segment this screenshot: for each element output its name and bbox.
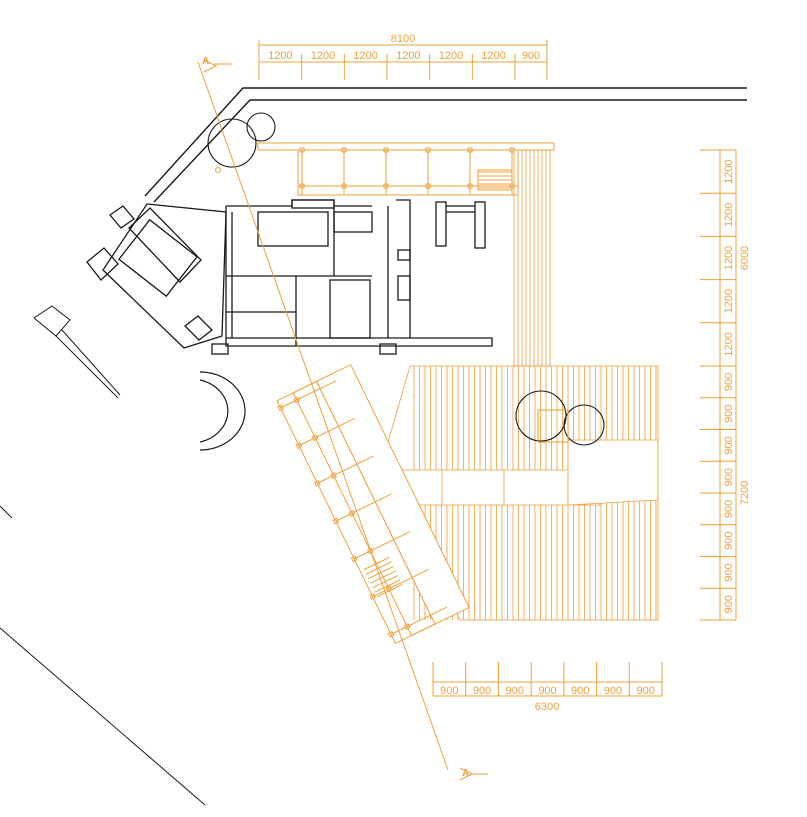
dimension-right-lower: [700, 365, 737, 621]
deck-right-walkway: [513, 149, 551, 367]
dimension-right-segment: 900: [723, 404, 735, 422]
dimension-bottom: [432, 662, 663, 697]
dimension-bottom-segment: 900: [506, 685, 524, 697]
dimension-bottom-segment: 900: [604, 685, 622, 697]
dimension-top-segment: 1200: [353, 50, 377, 62]
dimension-right-segment: 900: [723, 468, 735, 486]
dimension-right-upper-total: 6000: [739, 246, 751, 270]
dimension-right-segment: 1200: [723, 203, 735, 227]
boundary-wall: [144, 87, 747, 203]
dimension-right-segment: 1200: [723, 159, 735, 183]
dimension-right-segment: 1200: [723, 332, 735, 356]
dimension-top-segment: 1200: [481, 50, 505, 62]
deck-top-walkway: [257, 142, 555, 196]
site-edge-line: [0, 305, 206, 806]
dimension-right-segment: 900: [723, 500, 735, 518]
dimension-top: [258, 40, 548, 80]
dimension-right-segment: 1200: [723, 289, 735, 313]
dimension-bottom-total: 6300: [535, 701, 559, 713]
curved-wall: [199, 371, 246, 451]
dimension-top-segment: 1200: [311, 50, 335, 62]
house-plan: [86, 199, 493, 355]
tree-entrance: [207, 112, 276, 174]
section-cut-line: [197, 59, 488, 781]
dimension-top-segment: 1200: [396, 50, 420, 62]
dimension-top-segment: 900: [522, 50, 540, 62]
section-label-end: A: [462, 768, 469, 779]
dimension-right-segment: 900: [723, 531, 735, 549]
dimension-right-upper: [700, 149, 737, 367]
dimension-bottom-segment: 900: [538, 685, 556, 697]
deck-diagonal-walkway: [276, 364, 470, 645]
dimension-right-segment: 1200: [723, 246, 735, 270]
tree-deck: [515, 390, 605, 446]
dimension-right-segment: 900: [723, 563, 735, 581]
dimension-bottom-segment: 900: [571, 685, 589, 697]
dimension-right-segment: 900: [723, 373, 735, 391]
dimension-bottom-segment: 900: [473, 685, 491, 697]
dimension-bottom-segment: 900: [440, 685, 458, 697]
dimension-right-lower-total: 7200: [739, 481, 751, 505]
dimension-bottom-segment: 900: [636, 685, 654, 697]
dimension-right-segment: 900: [723, 595, 735, 613]
dimension-top-segment: 1200: [439, 50, 463, 62]
dimension-right-segment: 900: [723, 436, 735, 454]
dimension-top-segment: 1200: [268, 50, 292, 62]
dimension-top-total: 8100: [391, 33, 415, 45]
deck-large: [379, 365, 659, 621]
section-label-start: A: [202, 56, 209, 67]
